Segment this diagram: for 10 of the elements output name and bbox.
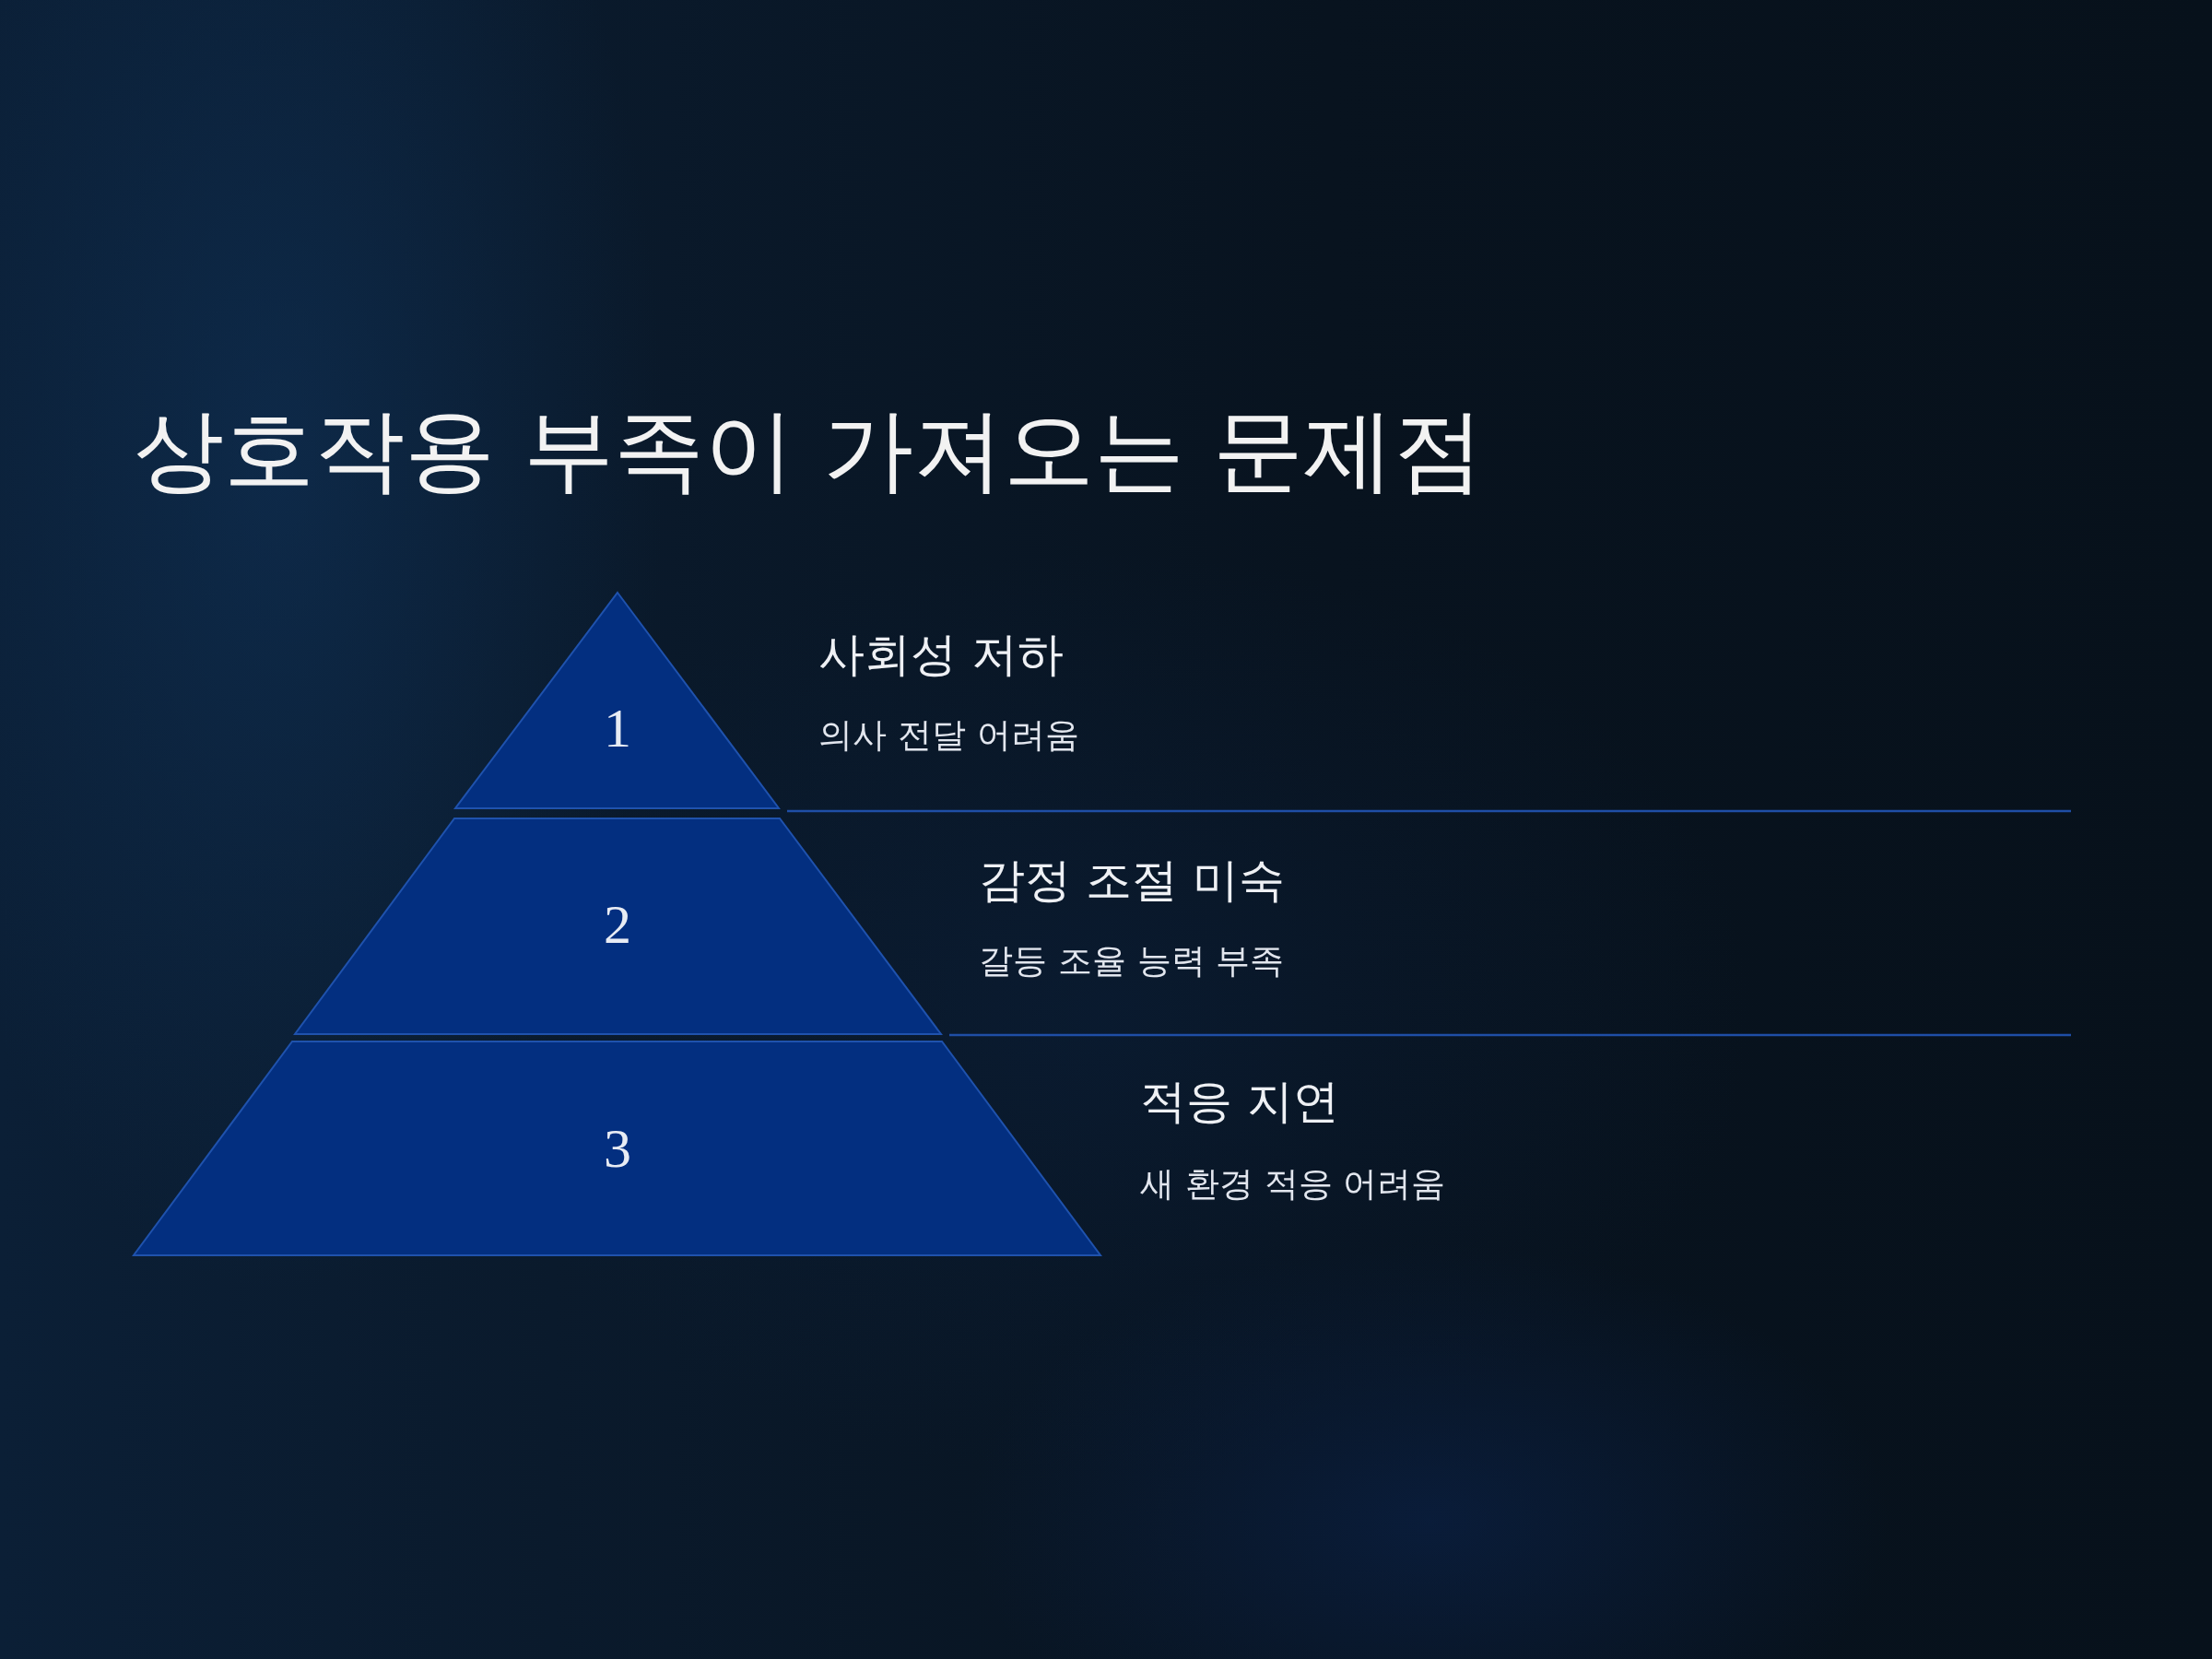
slide-title: 상호작용 부족이 가져오는 문제점 [134, 396, 1485, 504]
tier-heading: 감정 조절 미숙 [979, 853, 1285, 908]
tier-description: 새 환경 적응 어려움 [1140, 1164, 1446, 1206]
tier-number: 2 [604, 897, 631, 952]
tier-number: 1 [604, 700, 631, 756]
tier-description: 갈등 조율 능력 부족 [979, 941, 1285, 982]
tier-description: 의사 전달 어려움 [818, 715, 1079, 757]
tier-number: 3 [604, 1121, 631, 1176]
tier-heading: 적응 지연 [1140, 1074, 1339, 1129]
tier-heading: 사회성 저하 [818, 627, 1064, 682]
